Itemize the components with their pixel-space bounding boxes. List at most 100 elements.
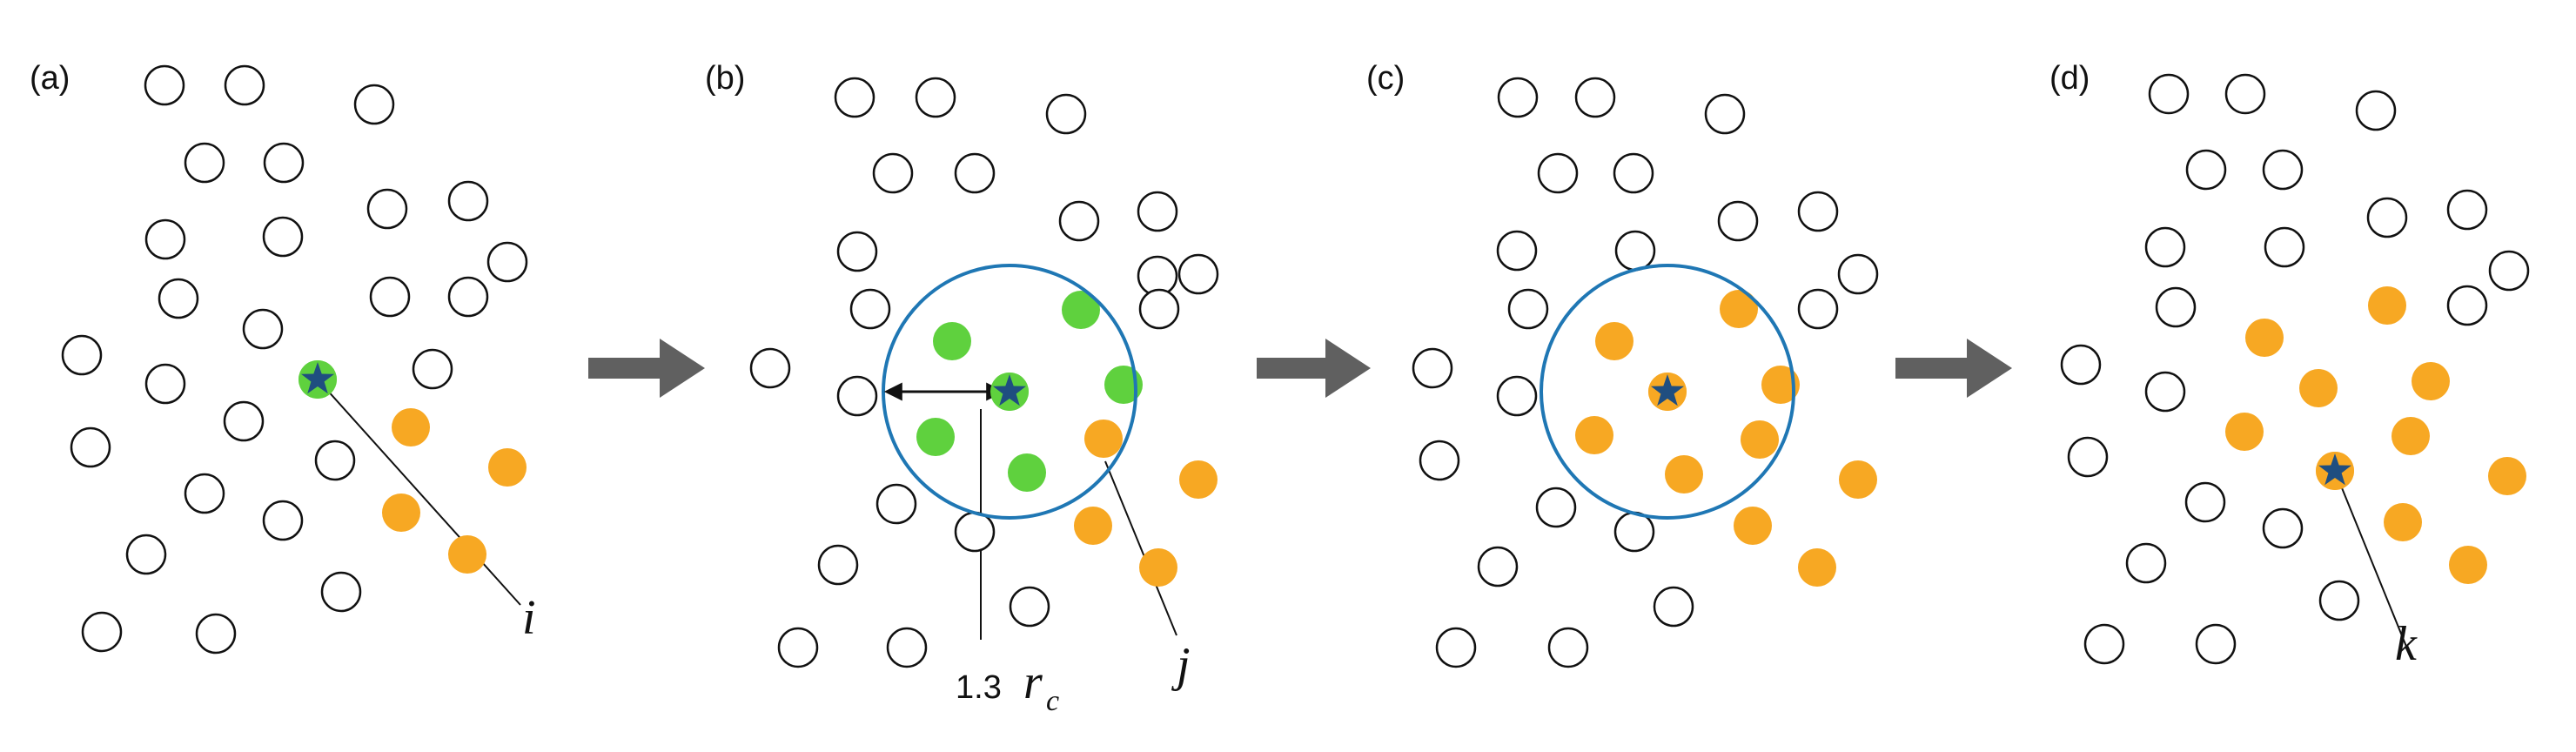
- particle-open: [2125, 542, 2167, 584]
- particle-green: [1008, 453, 1046, 492]
- particle-open: [144, 64, 185, 106]
- particle-open: [1412, 347, 1453, 389]
- particle-open: [1535, 487, 1577, 528]
- star-icon: [301, 362, 334, 394]
- particle-open: [263, 142, 305, 184]
- particle-open: [1497, 77, 1539, 118]
- particle-open: [1704, 93, 1746, 135]
- particle-open: [1009, 586, 1050, 628]
- particle-orange: [1741, 420, 1779, 459]
- cutoff-coefficient: 1.3: [956, 669, 1002, 706]
- particle-orange: [382, 494, 420, 532]
- particle-open: [1547, 627, 1589, 668]
- particle-orange: [2392, 417, 2430, 455]
- flow-arrow-head: [1325, 339, 1371, 398]
- particle-open: [777, 627, 819, 668]
- particle-open: [836, 231, 878, 272]
- particle-orange: [1665, 455, 1703, 494]
- particle-open: [369, 276, 411, 318]
- particle-open: [1496, 375, 1538, 417]
- particle-open: [2060, 344, 2102, 386]
- particle-open: [1537, 152, 1579, 194]
- particle-orange: [2299, 369, 2338, 407]
- particle-open: [817, 544, 859, 586]
- particle-green: [1062, 291, 1100, 329]
- cutoff-circle-b: [882, 264, 1137, 520]
- particle-orange: [1595, 322, 1633, 360]
- particle-open: [184, 473, 225, 514]
- particle-open: [2355, 90, 2397, 131]
- particle-orange: [2449, 546, 2487, 584]
- particle-open: [1058, 200, 1100, 242]
- particle-open: [1419, 440, 1460, 481]
- particle-open: [954, 511, 996, 553]
- particle-orange: [1575, 416, 1613, 454]
- particle-open: [2262, 507, 2304, 549]
- particle-open: [2195, 623, 2237, 665]
- flow-arrow-shaft: [1257, 358, 1325, 379]
- particle-open: [2144, 226, 2186, 268]
- particle-open: [2155, 286, 2197, 328]
- particle-open: [834, 77, 875, 118]
- leader-line-d: [2334, 470, 2412, 658]
- particle-open: [486, 241, 528, 283]
- particle-open: [2148, 73, 2190, 115]
- particle-open: [886, 627, 928, 668]
- label-i: i: [522, 591, 536, 645]
- particle-open: [2083, 623, 2125, 665]
- leader-lines: [317, 379, 2412, 658]
- flow-arrow-shaft: [588, 358, 660, 379]
- particle-open: [1045, 93, 1087, 135]
- particle-open: [2318, 580, 2360, 621]
- particle-open: [1613, 152, 1654, 194]
- particle-open: [314, 440, 356, 481]
- particle-open: [2488, 250, 2530, 292]
- particle-open: [954, 152, 996, 194]
- flow-arrow-head: [1967, 339, 2012, 398]
- particle-orange: [2412, 362, 2450, 400]
- particle-open: [262, 216, 304, 258]
- particle-orange: [1734, 507, 1772, 545]
- particle-open: [195, 613, 237, 655]
- flow-arrow-head: [660, 339, 705, 398]
- particle-orange: [1839, 460, 1877, 499]
- particle-open: [1137, 191, 1178, 232]
- cutoff-circle-c: [1540, 264, 1795, 520]
- particle-open: [158, 278, 199, 319]
- cutoff-radius-symbol: r: [1023, 655, 1043, 709]
- flow-arrow-shaft: [1895, 358, 1967, 379]
- particle-open: [2185, 149, 2227, 191]
- particle-open: [836, 375, 878, 417]
- particle-open: [2264, 226, 2305, 268]
- particle-orange: [1074, 507, 1112, 545]
- particle-orange: [2488, 457, 2526, 495]
- particle-open: [1653, 586, 1694, 628]
- leader-line-a: [317, 379, 521, 606]
- particle-open: [875, 483, 917, 525]
- panel-d-label: (d): [2049, 60, 2090, 97]
- particle-open: [447, 180, 489, 222]
- particle-open: [1574, 77, 1616, 118]
- particle-open: [1507, 288, 1549, 330]
- particle-open: [2262, 149, 2304, 191]
- particle-open: [70, 426, 111, 468]
- label-k: k: [2395, 617, 2418, 671]
- panel-c-label: (c): [1366, 60, 1405, 97]
- particle-orange: [1179, 460, 1218, 499]
- cutoff-radius-subscript: c: [1046, 685, 1059, 717]
- particle-orange: [488, 448, 527, 487]
- particle-orange: [448, 535, 486, 574]
- star-icon: [1651, 374, 1684, 406]
- particle-open: [1797, 288, 1839, 330]
- cutoff-circles: [882, 264, 1795, 520]
- particle-open: [1177, 253, 1219, 295]
- particle-open: [1614, 230, 1656, 272]
- particle-open: [320, 571, 362, 613]
- particle-open: [2144, 371, 2186, 413]
- panel-b-label: (b): [705, 60, 745, 97]
- particle-open: [2184, 481, 2226, 523]
- particle-open: [412, 348, 453, 390]
- particle-green: [916, 418, 955, 456]
- particle-orange: [1720, 290, 1758, 328]
